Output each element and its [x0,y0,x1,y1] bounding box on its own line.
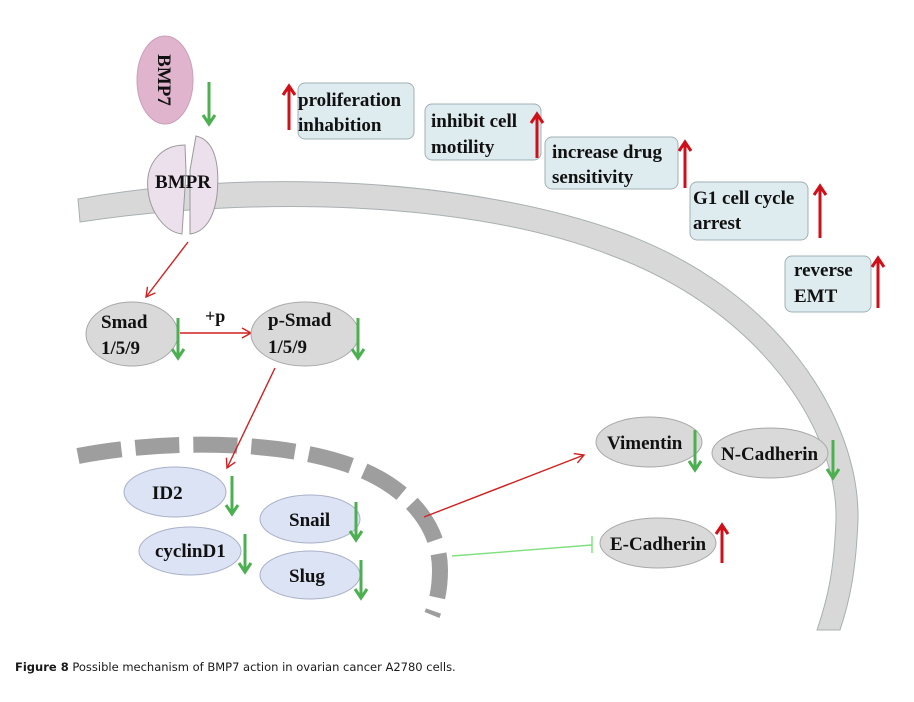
edge-snail-to-vimentin [423,452,586,518]
outcome-g1-line-1: G1 cell cycle [693,188,794,209]
outcome-proliferation-line-1: proliferation [298,90,402,111]
slug-label: Slug [289,566,325,587]
outcome-emt-line-1: reverse [794,260,853,281]
snail-downregulation-arrow-icon [348,502,364,543]
psmad-downregulation-arrow-icon [350,318,366,361]
psmad-line-2: 1/5/9 [268,337,307,358]
bmp7-label: BMP7 [153,54,174,106]
g1-upregulation-arrow-icon [812,183,828,238]
smad-downregulation-arrow-icon [170,318,186,361]
outcome-g1-line-2: arrest [693,213,742,234]
vimentin-node: Vimentin [595,416,703,468]
outcome-proliferation-line-2: inhabition [298,115,382,136]
regulation-arrows [170,82,886,601]
ncadherin-node: N-Cadherin [711,427,829,479]
outcome-motility-line-2: motility [431,137,495,158]
id2-downregulation-arrow-icon [224,476,240,517]
ecadherin-node: E-Cadherin [599,517,717,569]
ecadherin-label: E-Cadherin [610,534,707,555]
emt-upregulation-arrow-icon [870,255,886,308]
cyclind1-node: cyclinD1 [138,526,242,576]
outcome-drug-line-1: increase drug [552,142,662,163]
smad-node: Smad 1/5/9 [85,301,179,367]
phosphorylation-label: +p [205,306,225,326]
cyclind1-label: cyclinD1 [155,541,226,562]
outcome-emt-line-2: EMT [794,286,838,307]
smad-line-1: Smad [101,312,148,333]
vimentin-label: Vimentin [607,433,683,454]
outcome-g1-arrest: G1 cell cycle arrest [689,181,809,241]
bmp7-downregulation-arrow-icon [201,82,217,127]
drug-upregulation-arrow-icon [677,139,693,188]
bmpr-receptor: BMPR [147,135,219,235]
outcome-drug-line-2: sensitivity [552,167,634,188]
bmp7-ligand: BMP7 [136,35,194,125]
motility-upregulation-arrow-icon [529,111,545,158]
cell-membrane [77,181,859,631]
outcome-drug-sensitivity: increase drug sensitivity [544,136,679,190]
id2-node: ID2 [123,466,227,518]
figure-caption: Figure 8 Possible mechanism of BMP7 acti… [15,660,456,674]
snail-node: Snail [259,494,361,544]
snail-label: Snail [289,510,330,531]
slug-downregulation-arrow-icon [353,560,369,601]
psmad-node: p-Smad 1/5/9 [250,301,360,367]
proliferation-upregulation-arrow-icon [281,83,297,130]
outcome-motility: inhibit cell motility [424,103,542,161]
ncadherin-label: N-Cadherin [721,444,819,465]
vimentin-downregulation-arrow-icon [687,430,703,473]
ncadherin-downregulation-arrow-icon [825,440,841,481]
edge-psmad-to-id2 [225,367,276,470]
edge-snail-inhibits-ecadherin [451,544,593,557]
nuclear-envelope [76,436,449,618]
figure-caption-text: Possible mechanism of BMP7 action in ova… [68,660,456,674]
cyclind1-downregulation-arrow-icon [237,534,253,575]
psmad-line-1: p-Smad [268,310,332,331]
smad-line-2: 1/5/9 [101,338,140,359]
slug-node: Slug [259,550,361,600]
bmpr-label: BMPR [155,172,211,193]
outcome-proliferation: proliferation inhabition [297,82,415,140]
figure-label: Figure 8 [15,660,69,674]
edge-bmpr-to-smad [145,241,189,299]
outcome-motility-line-1: inhibit cell [431,111,517,132]
id2-label: ID2 [152,483,183,504]
outcome-reverse-emt: reverse EMT [784,255,872,313]
ecadherin-upregulation-arrow-icon [714,522,730,563]
